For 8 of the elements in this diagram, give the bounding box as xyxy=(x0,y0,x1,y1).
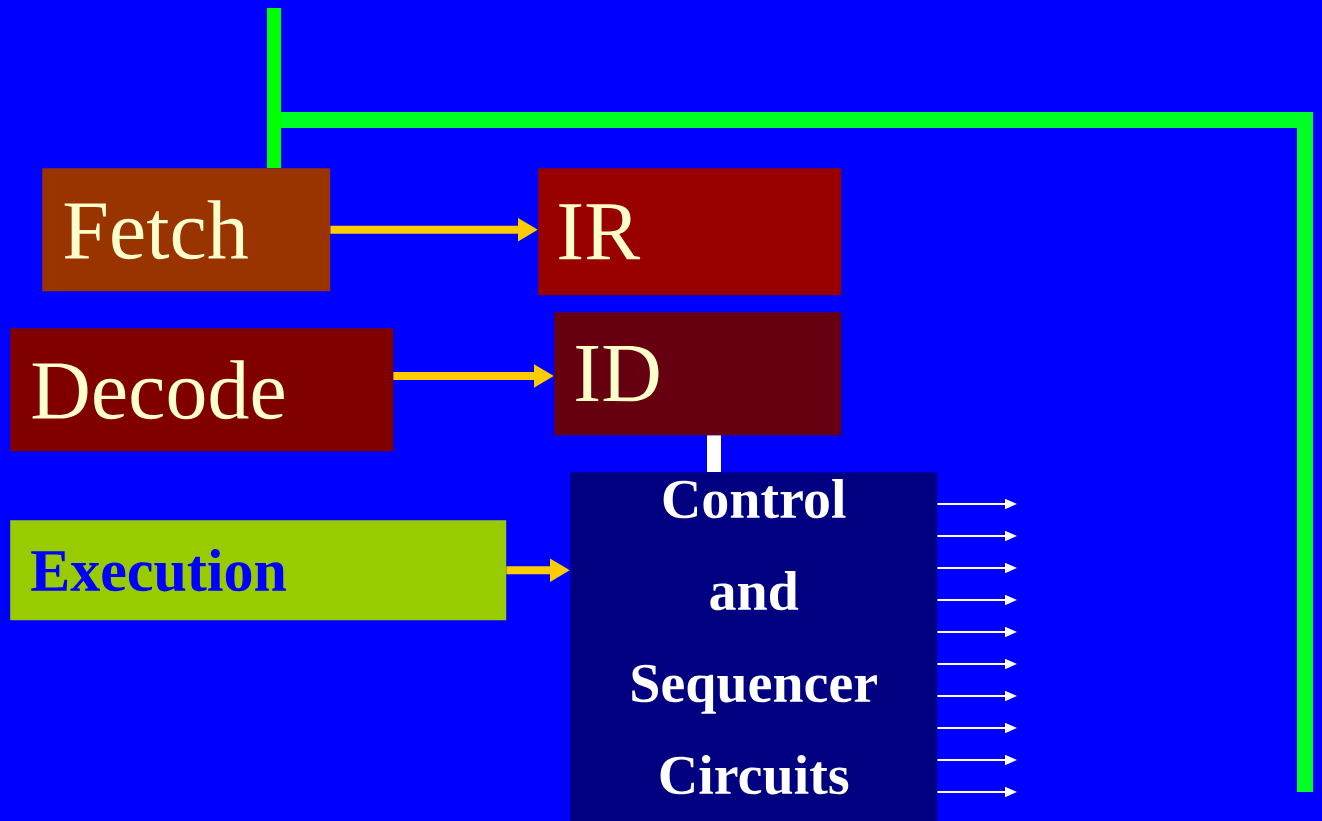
process-box: Decode xyxy=(10,328,394,452)
bus-line xyxy=(267,8,281,168)
connector-line xyxy=(707,435,721,472)
process-box: ID xyxy=(554,312,842,436)
process-box: Execution xyxy=(10,520,507,621)
process-box: Control and Sequencer Circuits xyxy=(570,472,938,821)
process-box: IR xyxy=(538,168,842,296)
process-box: Fetch xyxy=(42,168,331,292)
